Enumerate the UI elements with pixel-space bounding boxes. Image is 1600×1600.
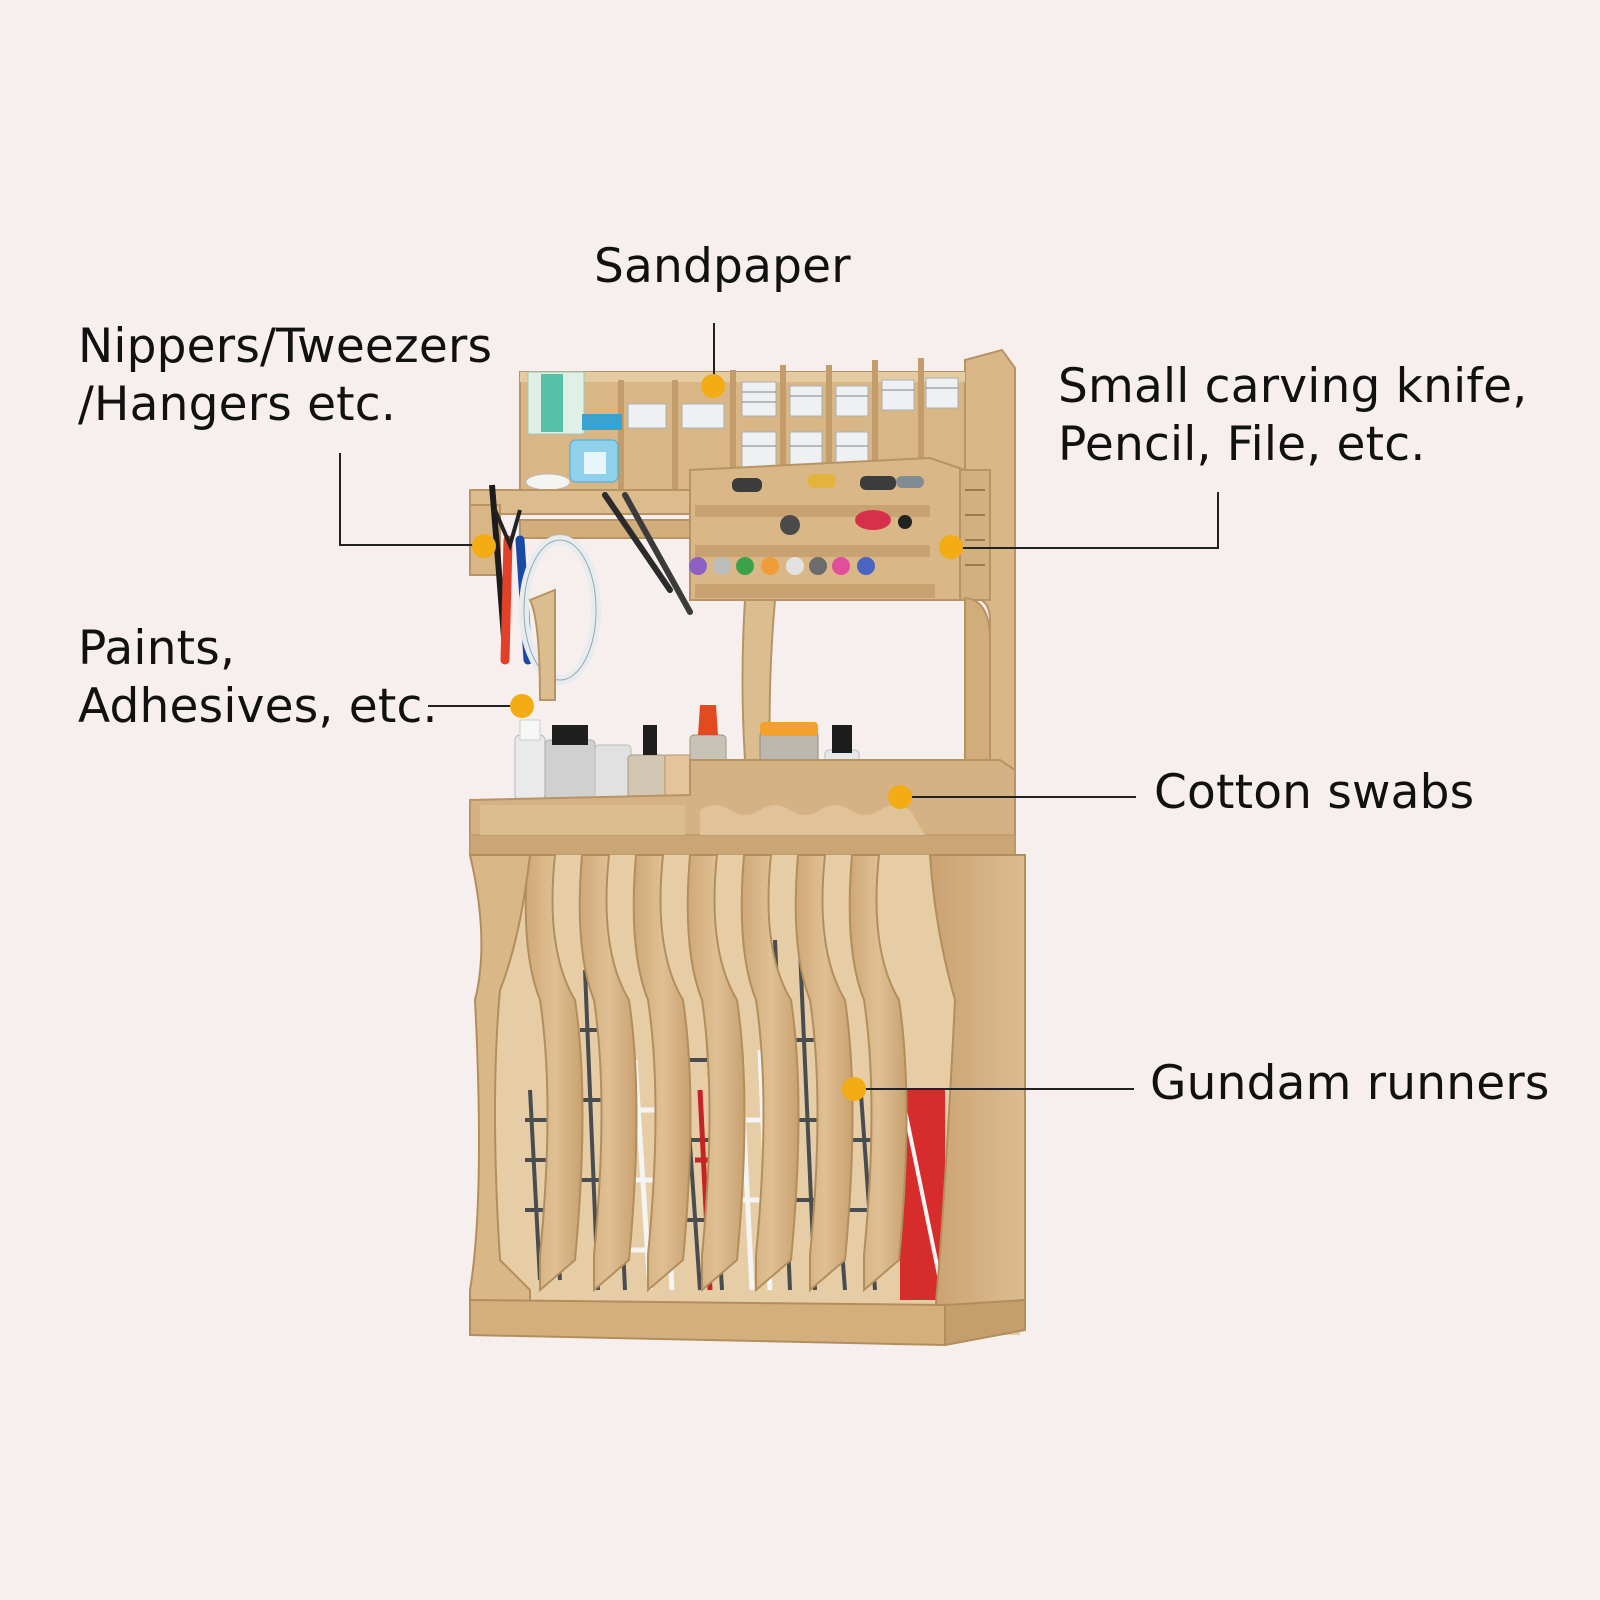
tool-hanger-bar: [469, 484, 693, 701]
callout-sandpaper: Sandpaper: [594, 238, 851, 296]
callout-text: Adhesives, etc.: [78, 679, 438, 734]
marker-dot-gundam: [842, 1077, 866, 1101]
marker-dot-sandpaper: [701, 374, 725, 398]
callout-nippers: Nippers/Tweezers /Hangers etc.: [78, 318, 492, 434]
callout-text: Paints,: [78, 621, 236, 676]
marker-dots: [472, 374, 963, 1101]
callout-text: /Hangers etc.: [78, 377, 396, 432]
runner-rack: [468, 854, 1026, 1347]
callout-text: Small carving knife,: [1058, 359, 1528, 414]
middle-arch: [741, 596, 991, 761]
callout-cotton: Cotton swabs: [1154, 764, 1474, 822]
callout-text: Sandpaper: [594, 239, 851, 294]
knife-pencil-holder: [689, 456, 991, 601]
middle-tray: [469, 759, 1016, 856]
leader-lines: [339, 323, 1219, 1090]
callout-text: Pencil, File, etc.: [1058, 417, 1426, 472]
marker-dot-paints: [510, 694, 534, 718]
callout-carving: Small carving knife, Pencil, File, etc.: [1058, 358, 1527, 474]
callout-paints: Paints, Adhesives, etc.: [78, 620, 438, 736]
callout-gundam: Gundam runners: [1150, 1055, 1550, 1113]
marker-dot-nippers: [472, 534, 496, 558]
callout-text: Gundam runners: [1150, 1056, 1550, 1111]
marker-dot-cotton: [888, 785, 912, 809]
marker-dot-carving: [939, 535, 963, 559]
callout-text: Nippers/Tweezers: [78, 319, 493, 374]
callout-text: Cotton swabs: [1154, 765, 1475, 820]
